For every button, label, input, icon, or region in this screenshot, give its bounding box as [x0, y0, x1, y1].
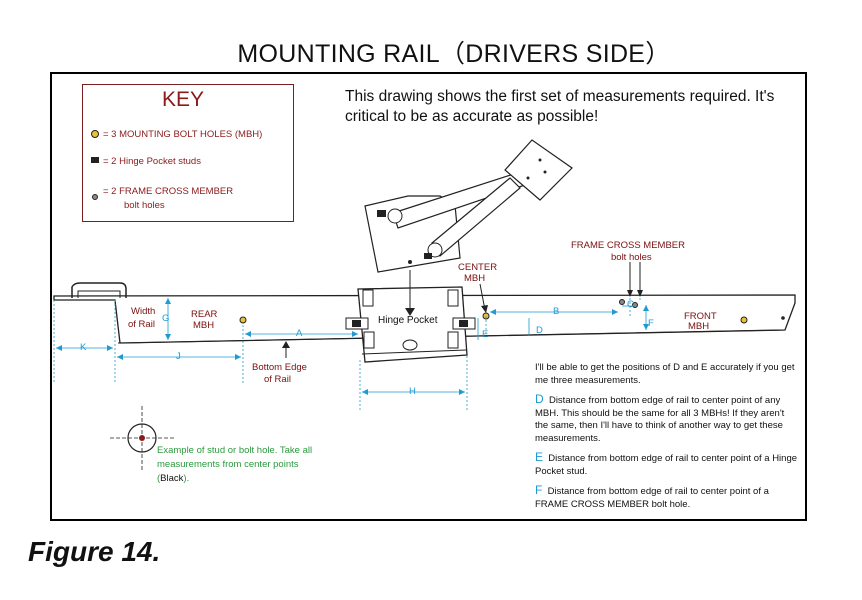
label-bottom-line1: Bottom Edge [252, 362, 307, 373]
example-hole-icon [110, 406, 174, 470]
label-c: C [627, 299, 634, 310]
rear-mbh-hole [239, 316, 247, 324]
key-title: KEY [162, 88, 205, 111]
label-h: H [409, 386, 416, 397]
example-note: Example of stud or bolt hole. Take all m… [157, 444, 317, 486]
note-e: E Distance from bottom edge of rail to c… [535, 451, 797, 478]
label-center-line2: MBH [464, 273, 486, 284]
label-front-line1: FRONT [684, 311, 717, 322]
label-bottom-line2: of Rail [264, 374, 291, 385]
label-frame-cross-line1: FRAME CROSS MEMBER [571, 240, 686, 251]
label-rear-line2: MBH [193, 320, 215, 331]
label-width-line2: of Rail [128, 319, 155, 330]
label-e: E [482, 329, 489, 340]
intro-text: This drawing shows the first set of meas… [345, 88, 775, 125]
key-box [82, 84, 294, 222]
measurement-notes: I'll be able to get the positions of D a… [535, 362, 797, 517]
label-k: K [80, 342, 87, 353]
note-f: F Distance from bottom edge of rail to c… [535, 484, 797, 511]
note-e-text: Distance from bottom edge of rail to cen… [535, 453, 798, 477]
label-frame-cross-line2: bolt holes [611, 252, 652, 263]
label-width-line1: Width [131, 306, 156, 317]
page-title: MOUNTING RAIL（DRIVERS SIDE） [237, 40, 671, 68]
key-item-hinge-stud: = 2 Hinge Pocket studs [103, 156, 201, 167]
note-d: D Distance from bottom edge of rail to c… [535, 393, 797, 445]
note-e-letter: E [535, 450, 544, 464]
note-f-letter: F [535, 483, 543, 497]
label-rear-line1: REAR [191, 309, 218, 320]
label-j: J [176, 351, 181, 362]
example-text: Example of stud or bolt hole. Take all m… [157, 445, 313, 484]
front-mbh-hole [740, 316, 748, 324]
frame-hole-key-icon [92, 194, 98, 200]
note-f-text: Distance from bottom edge of rail to cen… [535, 486, 769, 510]
label-d: D [536, 325, 543, 336]
figure-caption: Figure 14. [28, 536, 161, 567]
drawing-frame [50, 72, 807, 521]
example-close: ). [183, 473, 190, 484]
label-g: G [162, 313, 170, 324]
notes-intro: I'll be able to get the positions of D a… [535, 362, 795, 386]
label-f: F [648, 318, 654, 329]
note-d-text: Distance from bottom edge of rail to cen… [535, 395, 785, 444]
example-black: Black [160, 473, 184, 484]
label-hinge-pocket: Hinge Pocket [378, 315, 438, 326]
hinge-stud-key-icon [91, 157, 99, 163]
key-item-frame-line1: = 2 FRAME CROSS MEMBER [103, 186, 234, 197]
label-a: A [296, 328, 303, 339]
label-center-line1: CENTER [458, 262, 498, 273]
mbh-key-icon [91, 130, 99, 138]
key-item-mbh: = 3 MOUNTING BOLT HOLES (MBH) [103, 129, 263, 140]
rear-bracket [71, 282, 127, 298]
hinge-bracket [504, 139, 573, 201]
label-b: B [553, 306, 560, 317]
note-d-letter: D [535, 392, 544, 406]
label-front-line2: MBH [688, 321, 710, 332]
hinge-pocket [357, 286, 468, 363]
key-item-frame-line2: bolt holes [124, 200, 165, 211]
